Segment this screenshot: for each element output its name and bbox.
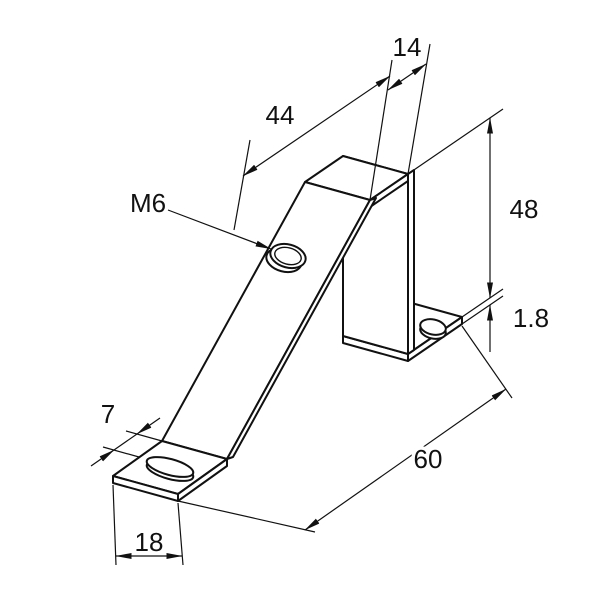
m6-hole — [269, 242, 307, 270]
bracket-solid — [112, 155, 463, 502]
dim-label-foot-18: 18 — [135, 527, 164, 557]
ext-line-height-bottom — [461, 288, 504, 318]
ext-line-height-top — [407, 108, 504, 175]
ext-line-length-left — [177, 500, 316, 533]
left-foot-end-thickness — [177, 458, 228, 502]
dim-line-slant-44 — [242, 75, 391, 177]
slant-plate-face — [161, 181, 371, 460]
ext-line-top-flat-far — [407, 43, 431, 175]
ext-line-offset-outer — [102, 446, 140, 458]
ext-line-length-right — [461, 325, 513, 399]
dim-label-thickness-1-8: 1.8 — [513, 303, 549, 333]
dim-label-slant-44: 44 — [266, 100, 295, 130]
dim-label-length-60: 60 — [414, 444, 443, 474]
left-foot-slot — [145, 456, 195, 478]
dimension-annotations: 14 44 48 1.8 60 7 18 M6 — [90, 32, 549, 566]
m6-leader-line — [167, 209, 272, 250]
ext-line-offset-inner — [125, 430, 163, 442]
ext-line-thickness-bottom — [461, 295, 504, 325]
dim-label-top-flat-14: 14 — [393, 32, 422, 62]
dim-arrow-offset-7-left — [90, 449, 115, 467]
vertical-plate-edge-thickness — [407, 169, 415, 355]
thread-callout-label: M6 — [130, 188, 166, 218]
dim-line-length-60 — [304, 388, 507, 531]
m6-thread-circle — [274, 246, 302, 266]
dim-label-offset-7: 7 — [101, 399, 115, 429]
ext-line-slant-lower — [233, 139, 251, 231]
dim-arrow-offset-7-right — [136, 417, 161, 435]
dim-line-top-flat-14 — [387, 63, 427, 91]
ext-line-foot-left — [112, 484, 117, 566]
dim-line-offset-7 — [113, 433, 138, 451]
dim-label-height-48: 48 — [510, 194, 539, 224]
right-foot-hole — [419, 318, 447, 336]
slant-plate-edge-thickness — [226, 197, 377, 460]
